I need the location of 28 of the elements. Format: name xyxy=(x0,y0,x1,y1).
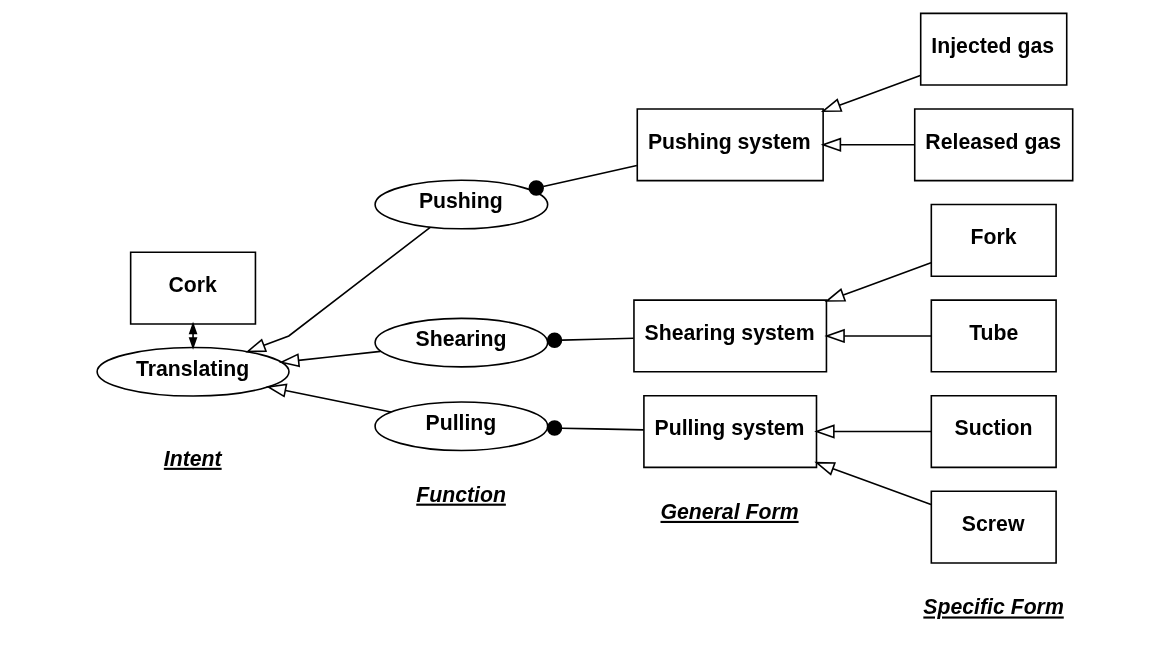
node-box: Cork xyxy=(129,251,256,325)
arrow xyxy=(813,461,932,506)
node-ellipse: Pulling xyxy=(373,401,548,452)
arrow xyxy=(278,350,381,368)
arrow xyxy=(823,328,932,344)
arrow xyxy=(813,424,932,439)
label: General Form xyxy=(660,499,799,524)
node-box: Injected gas xyxy=(919,12,1067,86)
node-ellipse: Shearing xyxy=(373,317,548,368)
node-box: Pulling system xyxy=(642,394,817,469)
arrow xyxy=(824,262,932,302)
node-box: Released gas xyxy=(913,108,1073,182)
node-box: Tube xyxy=(930,299,1057,373)
label: Intent xyxy=(163,446,222,471)
node-box: Shearing system xyxy=(632,299,827,373)
arrow xyxy=(265,383,392,413)
node-box: Pushing system xyxy=(636,108,824,182)
node-box: Fork xyxy=(930,203,1057,277)
label: Function xyxy=(415,482,506,507)
arrow xyxy=(820,74,921,113)
arrow xyxy=(820,137,915,152)
label: Specific Form xyxy=(922,595,1064,620)
node-box: Suction xyxy=(930,394,1057,469)
connector xyxy=(546,420,645,436)
node-box: Screw xyxy=(930,490,1057,564)
arrow xyxy=(244,226,431,353)
connector xyxy=(528,164,638,196)
connector xyxy=(546,332,634,348)
